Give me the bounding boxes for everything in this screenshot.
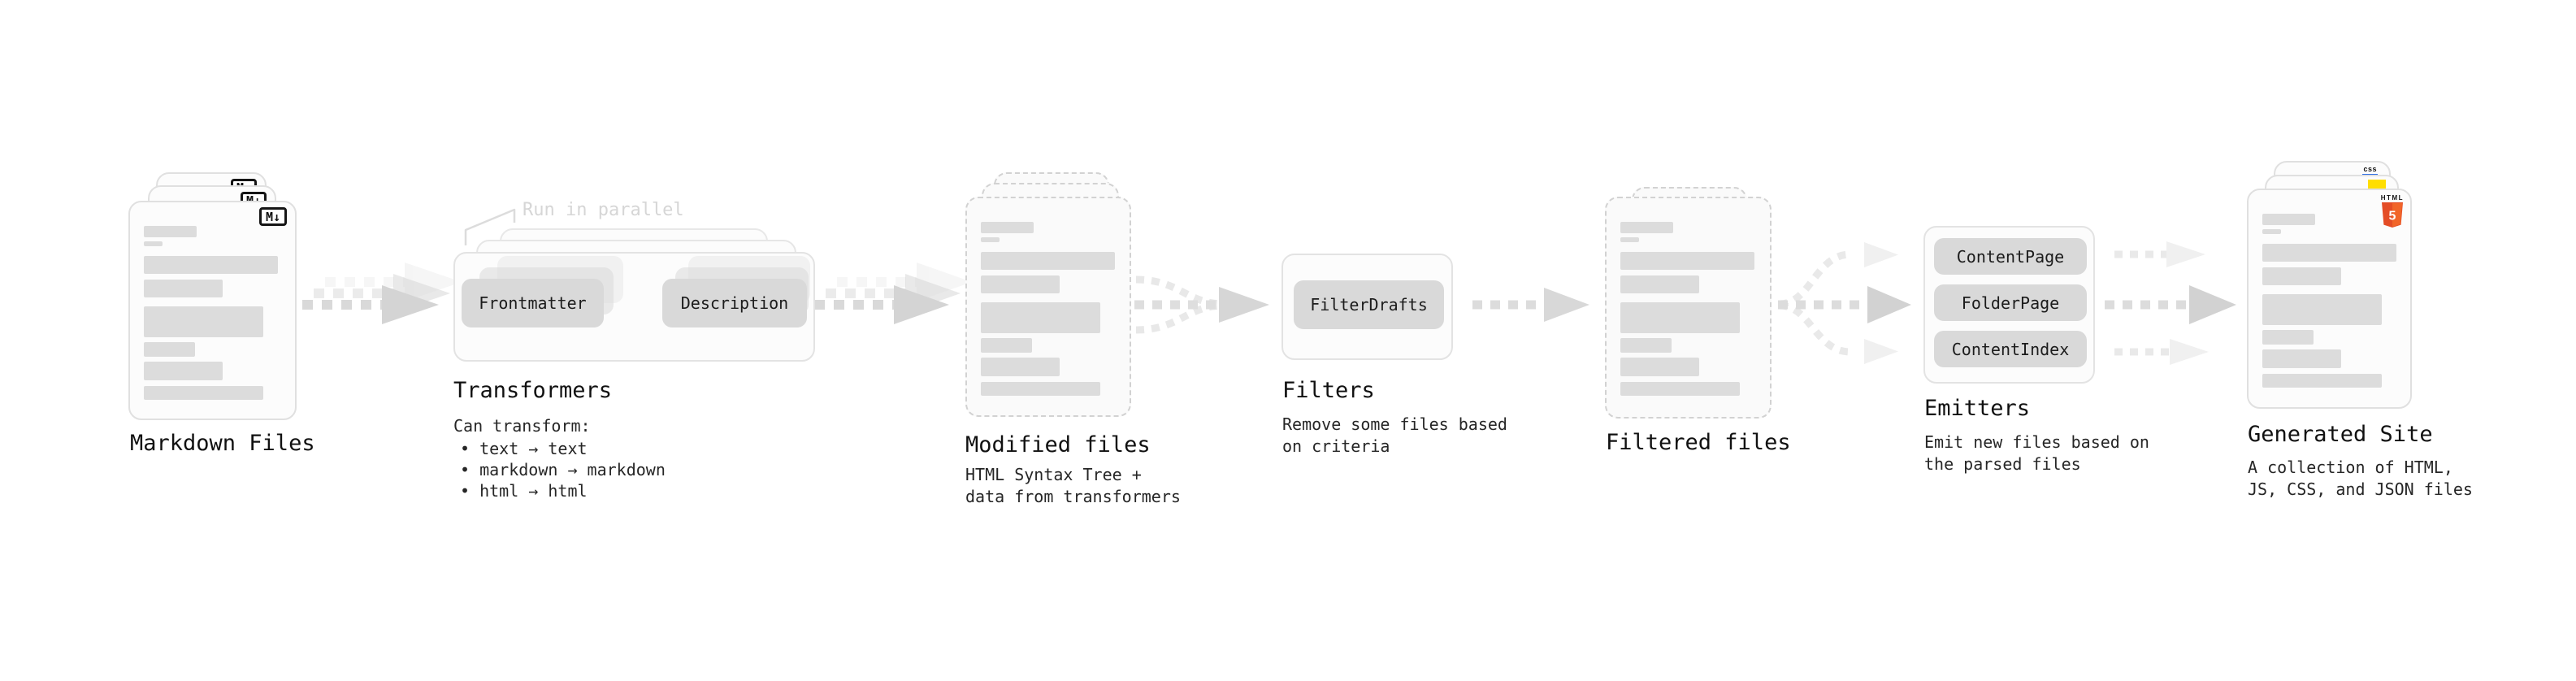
doc-line	[2262, 244, 2396, 262]
pill-label: Frontmatter	[479, 293, 587, 313]
stage-sublabel-modified-2: data from transformers	[965, 487, 1181, 506]
doc-line	[144, 241, 163, 246]
doc-line	[2262, 267, 2341, 285]
html5-icon: HTML 5	[2381, 194, 2404, 228]
stage-sublabel-generated-1: A collection of HTML,	[2248, 458, 2453, 477]
stage-sublabel-generated-2: JS, CSS, and JSON files	[2248, 479, 2473, 499]
pill-label: FolderPage	[1961, 293, 2060, 313]
arrow-transformers-to-modified	[814, 262, 972, 324]
stage-label-filters: Filters	[1282, 378, 1375, 403]
stage-label-generated-site: Generated Site	[2248, 422, 2433, 447]
doc-line	[1620, 358, 1699, 376]
doc-line	[1620, 302, 1740, 333]
doc-line	[981, 302, 1100, 333]
arrow-emitters-to-site	[2105, 241, 2236, 365]
stage-label-markdown-files: Markdown Files	[130, 431, 315, 456]
doc-line	[981, 252, 1115, 270]
filter-pill-filterdrafts: FilterDrafts	[1294, 280, 1444, 329]
transformer-pill-description: Description	[662, 279, 807, 327]
run-in-parallel-leader-line	[464, 208, 516, 245]
transformer-pill-frontmatter: Frontmatter	[462, 279, 604, 327]
markdown-icon-glyph: M↓	[265, 209, 281, 224]
doc-line	[1620, 252, 1754, 270]
doc-line	[2262, 229, 2281, 234]
doc-line	[1620, 338, 1672, 353]
doc-line	[981, 382, 1100, 396]
doc-line	[144, 226, 197, 237]
js-icon	[2368, 180, 2386, 189]
doc-line	[1620, 275, 1699, 293]
transformers-bullet-2: • markdown → markdown	[460, 460, 666, 479]
doc-line	[981, 222, 1034, 233]
doc-line	[2262, 294, 2382, 325]
doc-line	[981, 338, 1032, 353]
doc-line	[144, 306, 263, 337]
stage-sublabel-emitters-2: the parsed files	[1924, 454, 2081, 474]
stage-sublabel-filters-2: on criteria	[1282, 436, 1390, 456]
stage-sublabel-emitters-1: Emit new files based on	[1924, 432, 2149, 452]
doc-line	[1620, 237, 1639, 242]
pill-label: ContentIndex	[1951, 339, 2070, 359]
doc-line	[981, 275, 1060, 293]
stage-sublabel-transformers: Can transform:	[453, 416, 591, 436]
arrow-filters-to-filtered	[1472, 288, 1589, 322]
file-card-front	[1605, 197, 1772, 419]
doc-line	[2262, 330, 2314, 345]
pill-label: Description	[680, 293, 789, 313]
stage-label-modified-files: Modified files	[965, 432, 1151, 458]
doc-line	[144, 386, 263, 400]
doc-line	[144, 362, 223, 380]
doc-line	[2262, 349, 2341, 368]
doc-line	[1620, 222, 1673, 233]
file-card-front	[965, 197, 1131, 417]
pill-label: FilterDrafts	[1310, 295, 1428, 314]
stage-label-transformers: Transformers	[453, 378, 613, 403]
html5-shield: 5	[2381, 202, 2403, 228]
arrow-filtered-to-emitters	[1778, 242, 1911, 364]
doc-line	[144, 342, 195, 357]
doc-line	[2262, 214, 2315, 225]
stage-label-filtered-files: Filtered files	[1606, 430, 1791, 455]
file-card-front: HTML 5	[2247, 189, 2412, 409]
file-card-front: M↓	[128, 201, 297, 420]
markdown-icon: M↓	[259, 207, 287, 226]
stage-sublabel-filters-1: Remove some files based	[1282, 414, 1507, 434]
doc-line	[2262, 374, 2382, 388]
transformers-bullet-1: • text → text	[460, 439, 588, 458]
doc-line	[981, 358, 1060, 376]
emitter-pill-contentpage: ContentPage	[1934, 238, 2087, 275]
arrow-markdown-to-transformers	[302, 262, 462, 324]
doc-line	[144, 280, 223, 297]
svg-text:5: 5	[2388, 210, 2396, 223]
doc-line	[981, 237, 1000, 242]
doc-line	[1620, 382, 1740, 396]
emitter-pill-contentindex: ContentIndex	[1934, 331, 2087, 367]
html5-icon-caption: HTML	[2380, 194, 2404, 202]
emitter-pill-folderpage: FolderPage	[1934, 284, 2087, 321]
stage-sublabel-modified-1: HTML Syntax Tree +	[965, 465, 1142, 484]
stage-label-emitters: Emitters	[1924, 396, 2031, 421]
doc-line	[144, 256, 278, 274]
transformers-bullet-3: • html → html	[460, 481, 588, 501]
pill-label: ContentPage	[1956, 246, 2065, 267]
run-in-parallel-note: Run in parallel	[523, 200, 684, 220]
arrow-modified-to-filters	[1134, 275, 1269, 334]
